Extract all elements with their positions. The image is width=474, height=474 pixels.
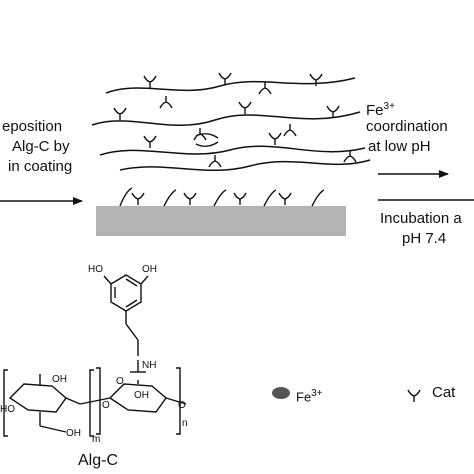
step3-label-line2: pH 7.4 <box>402 230 447 247</box>
label-ho-top: HO <box>88 264 103 275</box>
step1-label-line1: eposition <box>2 118 63 135</box>
catechol-legend-icon <box>407 389 421 403</box>
fe-ion-dot <box>272 387 290 399</box>
alginate-backbone <box>3 360 187 437</box>
legend-fe: Fe3+ <box>296 385 323 406</box>
legend-catechol: Cat <box>432 384 456 401</box>
label-nh: NH <box>142 360 156 371</box>
fe-charge: 3+ <box>383 101 395 112</box>
structure-name: Alg-C <box>78 452 119 469</box>
label-o-carbonyl: O <box>116 376 124 387</box>
step2-label-line1: Fe3+ <box>366 98 395 120</box>
step1-label-line2: Alg-C by <box>12 138 70 155</box>
step1-label-line3: in coating <box>8 158 73 175</box>
legend-fe-charge: 3+ <box>311 388 323 399</box>
label-o-ring1: O <box>102 400 110 411</box>
label-ring-oh-1: OH <box>52 374 67 385</box>
label-subscript-n: n <box>182 418 188 429</box>
catechol-ring <box>103 274 149 356</box>
label-o-ring2: O <box>178 400 186 411</box>
legend-fe-symbol: Fe <box>296 389 312 405</box>
label-ring-ho: HO <box>0 404 15 415</box>
fe-symbol: Fe <box>366 102 384 119</box>
label-subscript-m: m <box>92 434 100 445</box>
label-oh-bottom: OH <box>66 428 81 439</box>
step2-label-line2: coordination <box>366 118 448 135</box>
step2-label-line3: at low pH <box>368 138 431 155</box>
substrate-slab <box>96 206 346 236</box>
step3-label-line1: Incubation a <box>380 210 462 227</box>
chain-catechol-groups <box>113 72 357 168</box>
label-ring-oh-2: OH <box>134 390 149 401</box>
surface-catechol-groups <box>119 187 325 207</box>
label-oh-top: OH <box>142 264 157 275</box>
polymer-chains <box>91 77 371 172</box>
